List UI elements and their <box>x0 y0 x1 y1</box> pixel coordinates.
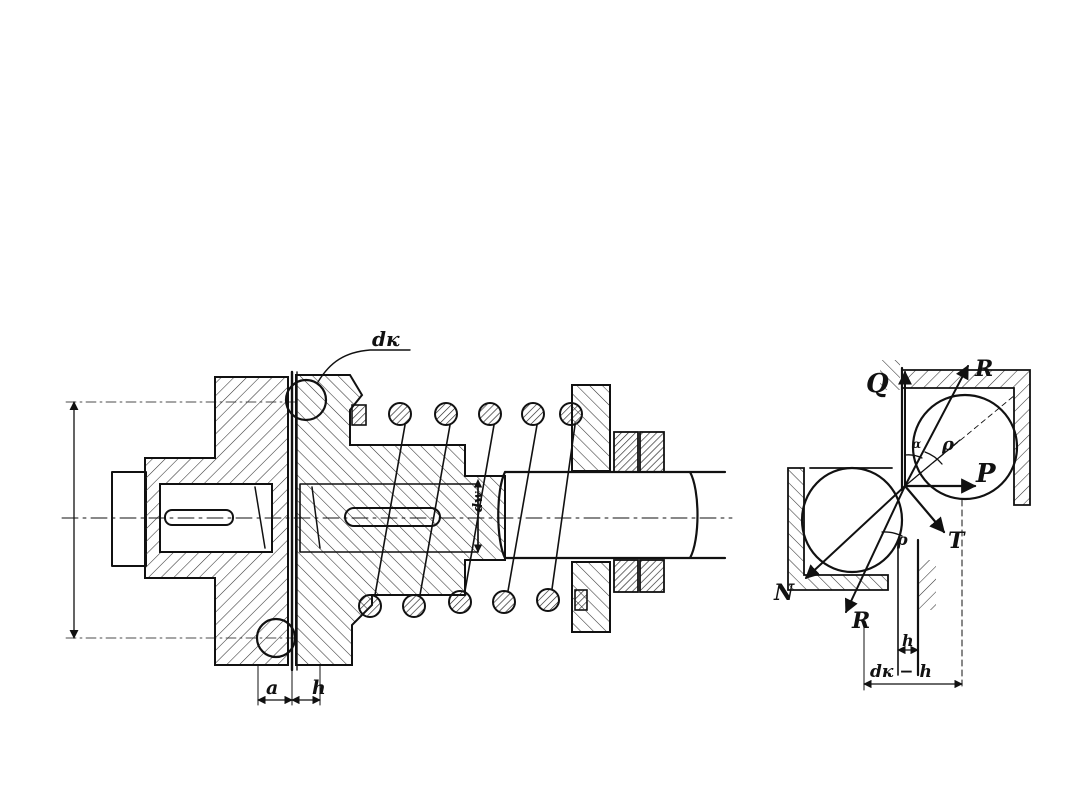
force-N-label: N <box>773 580 795 606</box>
spring-coils-top <box>351 402 583 426</box>
shaft-stub <box>111 471 147 567</box>
force-R-bottom-label: R <box>851 608 870 634</box>
dimension-h-label: h <box>312 677 326 699</box>
dimension-a-label: a <box>266 677 278 699</box>
clutch-section-drawing: dк dw <box>61 327 733 706</box>
angle-alpha-label: α <box>912 437 921 451</box>
angle-rho-top-arc <box>924 451 943 465</box>
force-R-bottom-vector <box>845 485 906 614</box>
ball-top <box>284 378 328 422</box>
force-T-vector <box>903 484 946 534</box>
angle-rho-bottom-label: ρ <box>896 530 908 549</box>
left-keyway <box>164 509 234 526</box>
angle-alpha-arc <box>904 454 923 459</box>
output-shaft <box>497 470 727 560</box>
right-keyway <box>344 507 441 527</box>
force-diagram: Q R P T N R α ρ ρ h dк − h <box>773 356 1031 691</box>
lower-socket-wall <box>787 467 889 591</box>
adjusting-nut <box>613 431 639 473</box>
angle-rho-bottom-arc <box>881 531 903 537</box>
force-N-vector <box>804 485 906 579</box>
upper-ball <box>911 393 1019 501</box>
force-R-top-vector <box>904 364 969 487</box>
lower-ball <box>800 466 904 574</box>
force-Q-label: Q <box>866 369 889 399</box>
ball-diameter-label: dк <box>372 327 400 351</box>
force-T-label: T <box>948 528 966 554</box>
spring-washer <box>571 384 611 472</box>
dimension-dk-minus-h-label: dк − h <box>870 662 932 682</box>
ball-bottom <box>255 617 297 659</box>
angle-rho-top-label: ρ <box>941 434 955 455</box>
shaft-diameter-label: dw <box>471 491 486 512</box>
force-P-label: P <box>975 459 997 489</box>
force-dimension-h-label: h <box>902 631 914 650</box>
force-R-top-label: R <box>974 356 993 382</box>
